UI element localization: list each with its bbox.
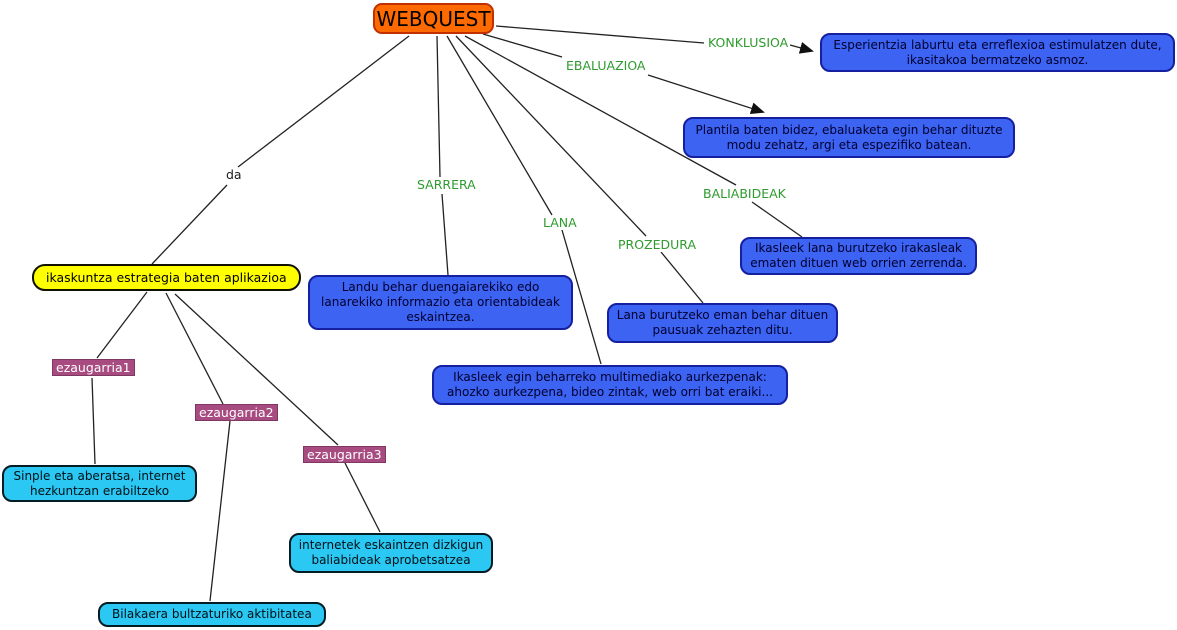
node-web-orrien-zerrenda[interactable]: Ikasleek lana burutzeko irakasleak emate… xyxy=(740,237,977,275)
edge-label-konklusioa[interactable]: KONKLUSIOA xyxy=(706,35,791,50)
edge-label-ebaluazioa[interactable]: EBALUAZIOA xyxy=(564,58,648,73)
node-ezaugarria3[interactable]: ezaugarria3 xyxy=(303,446,386,463)
node-internetek-baliabideak[interactable]: internetek eskaintzen dizkigun baliabide… xyxy=(289,533,493,573)
node-landu-behar[interactable]: Landu behar duengaiarekiko edo lanarekik… xyxy=(308,275,573,330)
node-esperientzia-laburtu[interactable]: Esperientzia laburtu eta erreflexioa est… xyxy=(820,33,1175,72)
node-ezaugarria1[interactable]: ezaugarria1 xyxy=(52,359,135,376)
node-ezaugarria2[interactable]: ezaugarria2 xyxy=(195,404,278,421)
edge-label-prozedura[interactable]: PROZEDURA xyxy=(616,237,699,252)
node-pausuak-zehazten[interactable]: Lana burutzeko eman behar dituen pausuak… xyxy=(607,303,838,343)
node-webquest[interactable]: WEBQUEST xyxy=(373,3,494,34)
node-ikaskuntza-estrategia[interactable]: ikaskuntza estrategia baten aplikazioa xyxy=(32,264,301,291)
edge-label-baliabideak[interactable]: BALIABIDEAK xyxy=(701,186,788,201)
node-bilakaera-aktibitatea[interactable]: Bilakaera bultzaturiko aktibitatea xyxy=(98,602,326,627)
node-multimediako-aurkezpenak[interactable]: Ikasleek egin beharreko multimediako aur… xyxy=(432,365,788,405)
node-plantila-bidez[interactable]: Plantila baten bidez, ebaluaketa egin be… xyxy=(683,117,1015,158)
edge-label-da[interactable]: da xyxy=(224,167,244,182)
node-sinple-aberatsa[interactable]: Sinple eta aberatsa, internet hezkuntzan… xyxy=(2,465,197,502)
edge-label-lana[interactable]: LANA xyxy=(541,215,579,230)
edge-label-sarrera[interactable]: SARRERA xyxy=(415,177,478,192)
